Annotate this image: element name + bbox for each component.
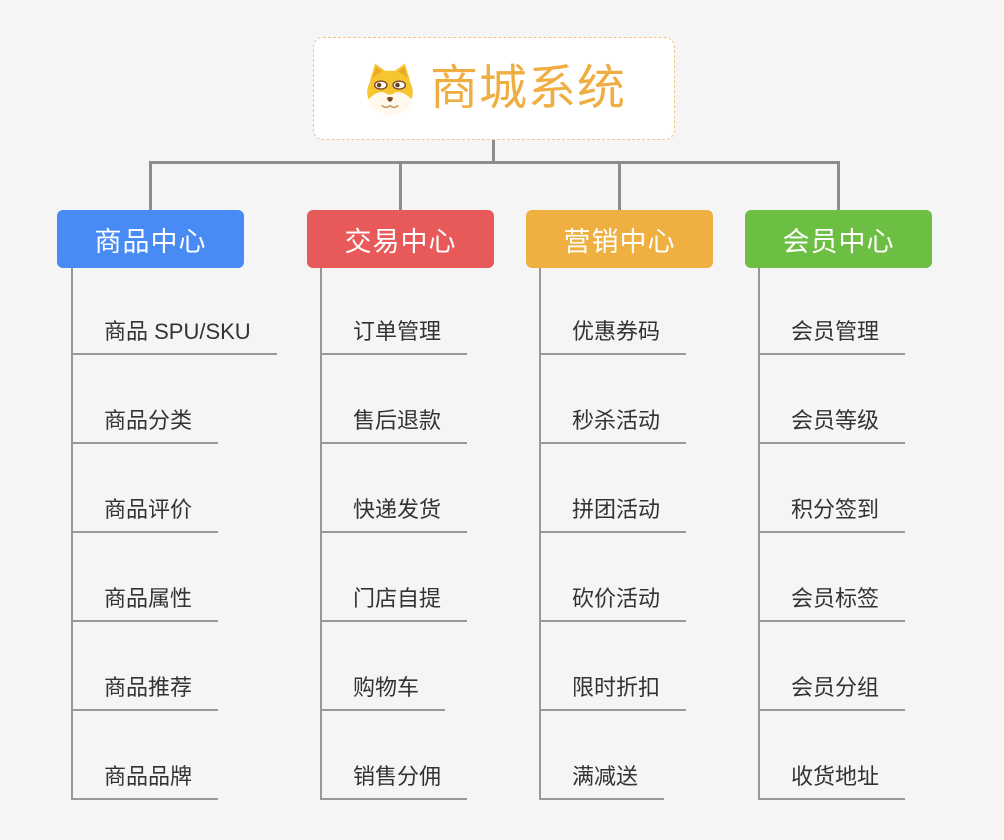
trunk-trade-center [320, 268, 322, 799]
connector-drop-product [149, 161, 152, 210]
leaf-points-checkin[interactable]: 积分签到 [758, 494, 906, 533]
trunk-member-center [758, 268, 760, 799]
connector-drop-trade [399, 161, 402, 210]
leaf-product-recommend[interactable]: 商品推荐 [71, 672, 219, 711]
leaf-member-level[interactable]: 会员等级 [758, 405, 906, 444]
leaf-product-spu-sku[interactable]: 商品 SPU/SKU [71, 316, 277, 355]
branch-trade-center[interactable]: 交易中心 [307, 210, 494, 268]
leaf-member-management[interactable]: 会员管理 [758, 316, 906, 355]
branch-member-center[interactable]: 会员中心 [745, 210, 932, 268]
leaf-product-category[interactable]: 商品分类 [71, 405, 219, 444]
root-title: 商城系统 [429, 61, 626, 115]
leaf-sales-commission[interactable]: 销售分佣 [320, 761, 468, 800]
branch-marketing-center[interactable]: 营销中心 [526, 210, 713, 268]
trunk-product-center [71, 268, 73, 799]
leaf-after-sales-refund[interactable]: 售后退款 [320, 405, 468, 444]
connector-drop-marketing [618, 161, 621, 210]
root-node[interactable]: 商城系统 [313, 37, 675, 140]
leaf-member-tag[interactable]: 会员标签 [758, 583, 906, 622]
leaf-product-review[interactable]: 商品评价 [71, 494, 219, 533]
leaf-flash-sale[interactable]: 秒杀活动 [539, 405, 687, 444]
shiba-dog-icon [362, 61, 418, 117]
connector-root-stub [492, 140, 495, 161]
branch-product-center[interactable]: 商品中心 [57, 210, 244, 268]
leaf-store-pickup[interactable]: 门店自提 [320, 583, 468, 622]
leaf-product-attribute[interactable]: 商品属性 [71, 583, 219, 622]
leaf-shipping-address[interactable]: 收货地址 [758, 761, 906, 800]
leaf-coupon-code[interactable]: 优惠券码 [539, 316, 687, 355]
leaf-member-group[interactable]: 会员分组 [758, 672, 906, 711]
leaf-order-management[interactable]: 订单管理 [320, 316, 468, 355]
leaf-limited-time-discount[interactable]: 限时折扣 [539, 672, 687, 711]
leaf-express-delivery[interactable]: 快递发货 [320, 494, 468, 533]
leaf-bargain-activity[interactable]: 砍价活动 [539, 583, 687, 622]
leaf-group-buy[interactable]: 拼团活动 [539, 494, 687, 533]
leaf-product-brand[interactable]: 商品品牌 [71, 761, 219, 800]
connector-drop-member [837, 161, 840, 210]
trunk-marketing-center [539, 268, 541, 799]
leaf-full-reduction[interactable]: 满减送 [539, 761, 665, 800]
connector-horizontal-bar [149, 161, 840, 164]
leaf-shopping-cart[interactable]: 购物车 [320, 672, 446, 711]
